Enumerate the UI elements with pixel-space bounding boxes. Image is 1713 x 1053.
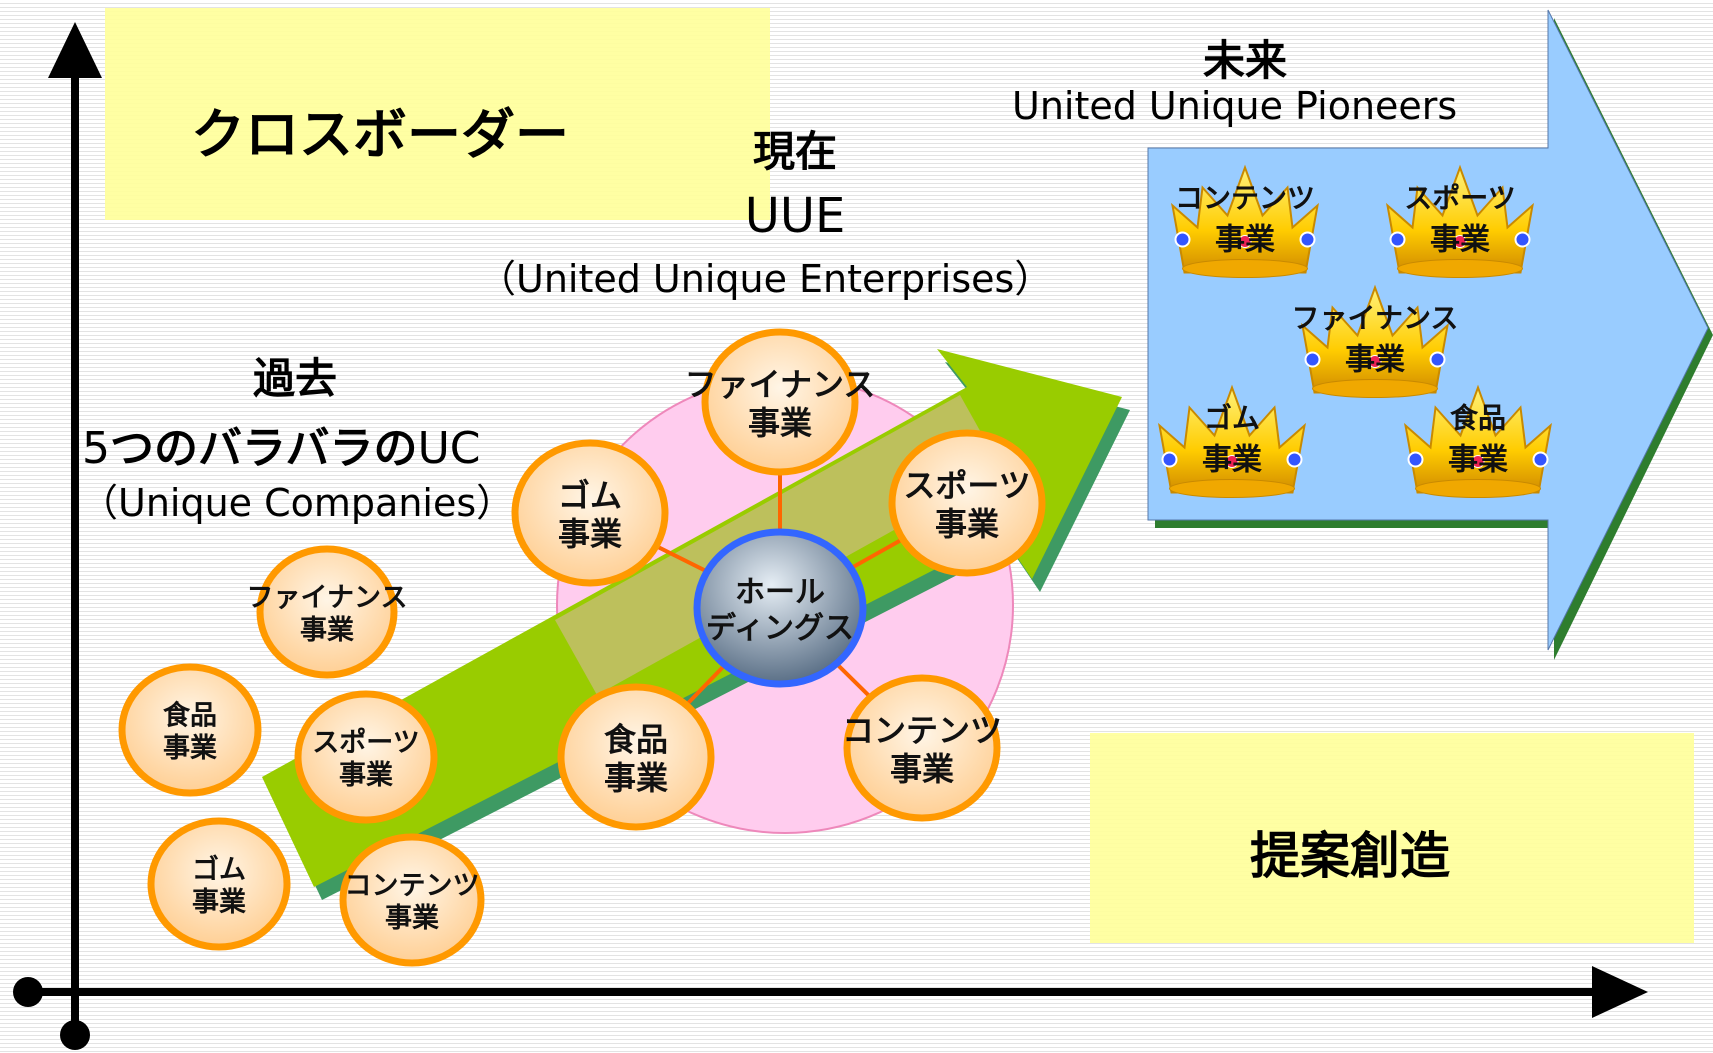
proposal-label: 提案創造: [1250, 827, 1450, 885]
holdings-line2: ディングス: [706, 611, 854, 646]
present-finance-line2: 事業: [748, 404, 812, 442]
past-contents-line2: 事業: [385, 903, 439, 934]
crown-rubber-line2: 事業: [1202, 443, 1262, 478]
present-food-line1: 食品: [604, 721, 668, 759]
crown-contents-line2: 事業: [1215, 223, 1275, 258]
present-full: （United Unique Enterprises）: [478, 257, 1053, 301]
present-label: 現在: [752, 127, 837, 176]
present-rubber-line2: 事業: [558, 515, 622, 553]
present-rubber-line1: ゴム: [558, 477, 622, 515]
present-finance-line1: ファイナンス: [685, 366, 876, 404]
past-subtitle: 5つのバラバラのUC: [82, 412, 481, 476]
past-rubber-line2: 事業: [192, 887, 246, 918]
proposal-box: [1090, 733, 1694, 943]
past-food-line2: 事業: [163, 733, 217, 764]
cross-border-label: クロスボーダー: [191, 103, 569, 166]
crown-food-line2: 事業: [1448, 443, 1508, 478]
past-label: 過去: [252, 354, 337, 403]
past-uc: UC: [417, 423, 481, 474]
past-full: （Unique Companies）: [80, 481, 515, 525]
x-axis: [13, 966, 1648, 1018]
past-finance-line1: ファイナンス: [247, 583, 408, 614]
crown-food-line1: 食品: [1450, 402, 1506, 435]
future-full: United Unique Pioneers: [1012, 84, 1458, 128]
holdings-line1: ホール: [735, 575, 825, 610]
past-rubber-line1: ゴム: [192, 854, 246, 886]
past-count: 5: [82, 423, 110, 474]
cross-border-box: [105, 8, 770, 220]
past-sports-line2: 事業: [339, 760, 393, 791]
crown-finance-line2: 事業: [1345, 343, 1405, 378]
crown-finance-line1: ファイナンス: [1292, 302, 1459, 335]
crown-sports-line1: スポーツ: [1404, 182, 1515, 215]
past-finance-line2: 事業: [300, 615, 354, 646]
crown-rubber-line1: ゴム: [1204, 402, 1260, 435]
past-desc: つのバラバラの: [110, 423, 418, 474]
y-axis: [48, 22, 102, 1050]
present-abbr: UUE: [744, 188, 846, 244]
past-sports-line1: スポーツ: [312, 728, 419, 759]
past-food-line1: 食品: [163, 700, 217, 732]
present-sports-line1: スポーツ: [903, 467, 1030, 505]
past-contents-line1: コンテンツ: [345, 871, 480, 902]
crown-sports-line2: 事業: [1430, 223, 1490, 258]
present-sports-line2: 事業: [935, 505, 999, 543]
crown-contents-line1: コンテンツ: [1175, 182, 1315, 215]
present-contents-line2: 事業: [890, 750, 954, 788]
future-label: 未来: [1202, 36, 1287, 85]
present-food-line2: 事業: [604, 759, 668, 797]
present-contents-line1: コンテンツ: [842, 712, 1002, 750]
